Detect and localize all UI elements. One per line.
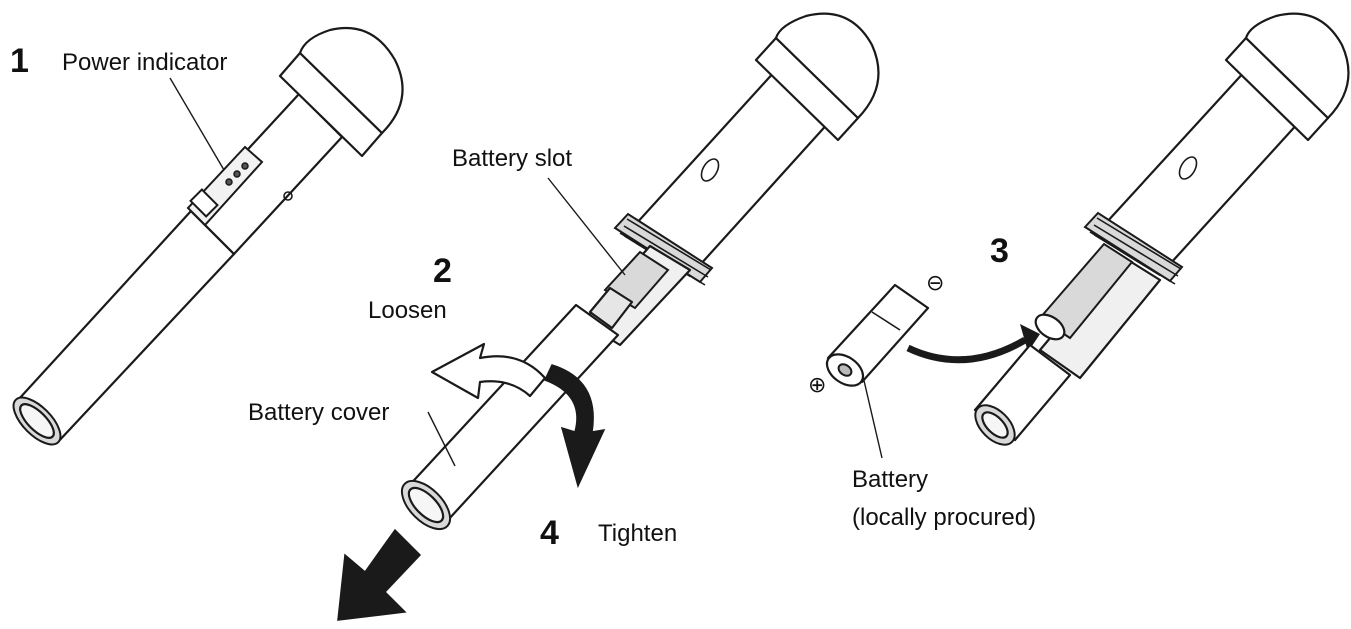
battery-cover-label: Battery cover [248, 399, 389, 426]
pull-arrow-icon [337, 528, 422, 621]
battery-slot-label: Battery slot [452, 145, 572, 172]
microphone-battery-icon [973, 12, 1350, 446]
battery-label: Battery [852, 466, 928, 493]
microphone-open-icon [400, 12, 880, 531]
battery-procured-label: (locally procured) [852, 504, 1036, 531]
tighten-label: Tighten [598, 520, 677, 547]
step-1-number: 1 [10, 42, 29, 80]
battery-leader [861, 371, 883, 459]
step-2-number: 2 [433, 252, 452, 290]
step-3-number: 3 [990, 232, 1009, 270]
step-4-number: 4 [540, 514, 559, 552]
battery-slot-leader [547, 177, 626, 276]
battery-cover-leader [427, 411, 456, 467]
rotate-arrow-icon [430, 342, 606, 489]
minus-symbol: ⊖ [926, 271, 944, 296]
loosen-label: Loosen [368, 297, 447, 324]
power-indicator-label: Power indicator [62, 49, 227, 76]
plus-symbol: ⊕ [808, 373, 826, 398]
power-indicator-leader [169, 77, 225, 171]
microphone-icon [12, 26, 404, 446]
insert-arrow-icon [906, 324, 1040, 364]
battery-icon [825, 283, 930, 387]
